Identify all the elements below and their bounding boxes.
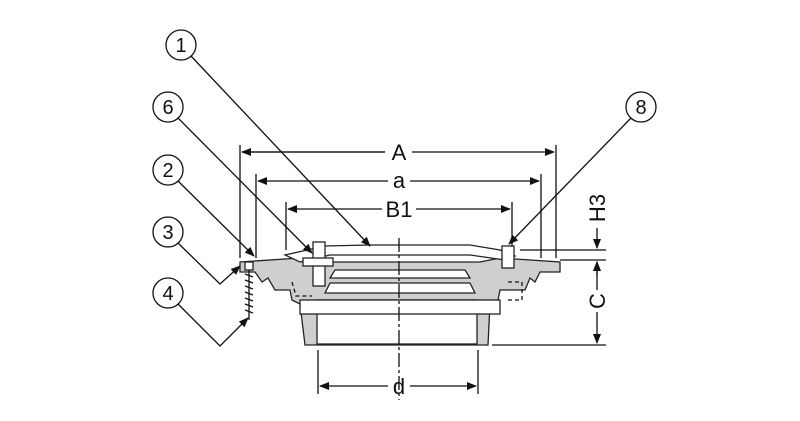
svg-text:2: 2 [162,160,173,182]
dim-label-a: a [393,168,406,193]
drain-body [239,241,561,346]
dim-label-B1: B1 [386,197,413,222]
outlet-ring [299,299,501,315]
callout-2: 2 [152,154,255,257]
dim-label-A: A [392,140,407,165]
screw [244,270,254,320]
callout-8: 8 [508,91,657,245]
bolt-8 [501,245,515,269]
dim-label-H3: H3 [585,194,610,222]
extension-lines [239,145,606,394]
callout-1: 1 [165,29,371,247]
svg-text:6: 6 [162,97,173,119]
callout-4: 4 [152,277,249,347]
svg-text:8: 8 [635,97,646,119]
dim-label-d: d [393,374,405,399]
callout-6: 6 [152,91,313,254]
screw-head [244,261,254,271]
svg-text:4: 4 [162,283,173,305]
dimension-A: A [241,140,555,165]
dimension-B1: B1 [287,197,511,222]
svg-text:1: 1 [175,35,186,57]
callout-3: 3 [152,216,241,285]
dimension-a: a [257,168,540,193]
bolt-nut [302,257,334,267]
dimension-H3: H3 [585,194,610,275]
svg-text:3: 3 [162,222,173,244]
dim-label-C: C [585,293,610,309]
dimension-d: d [319,374,477,399]
